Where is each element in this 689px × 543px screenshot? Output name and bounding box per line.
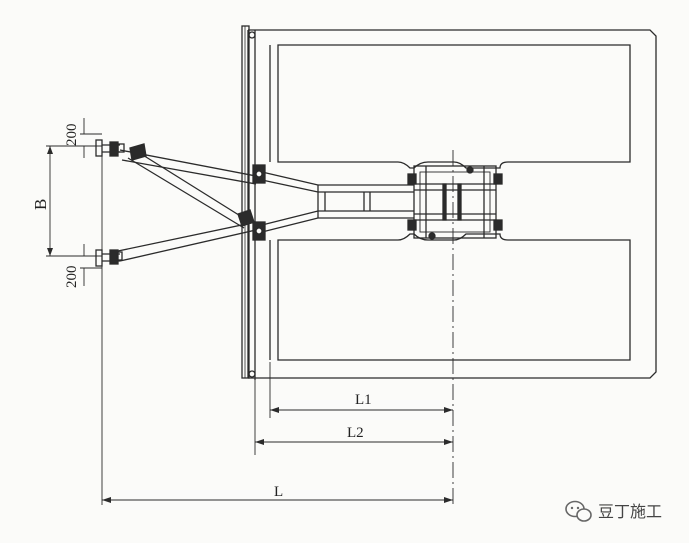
clamp-assembly: [407, 165, 503, 240]
dim-label-l2: L2: [347, 425, 364, 441]
upper-cutout: [277, 44, 631, 169]
end-bracket-bottom: [95, 249, 123, 267]
dim-label-b: B: [31, 199, 50, 210]
plate-outline: [247, 29, 657, 379]
bottom-dimensions: [102, 362, 453, 503]
dim-label-l: L: [274, 484, 283, 500]
watermark: 豆丁施工: [565, 500, 662, 522]
vertical-mast: [241, 25, 256, 380]
left-dimensions: [46, 118, 103, 505]
dim-label-l1: L1: [355, 392, 372, 408]
diagonal-braces: [117, 143, 257, 262]
dim-label-200-bottom: 200: [64, 266, 80, 289]
wechat-icon: [565, 500, 592, 522]
dim-label-200-top: 200: [64, 124, 80, 147]
end-bracket-top: [95, 139, 125, 157]
center-frame: [252, 164, 414, 241]
lower-cutout: [277, 233, 631, 361]
watermark-text: 豆丁施工: [598, 502, 662, 521]
